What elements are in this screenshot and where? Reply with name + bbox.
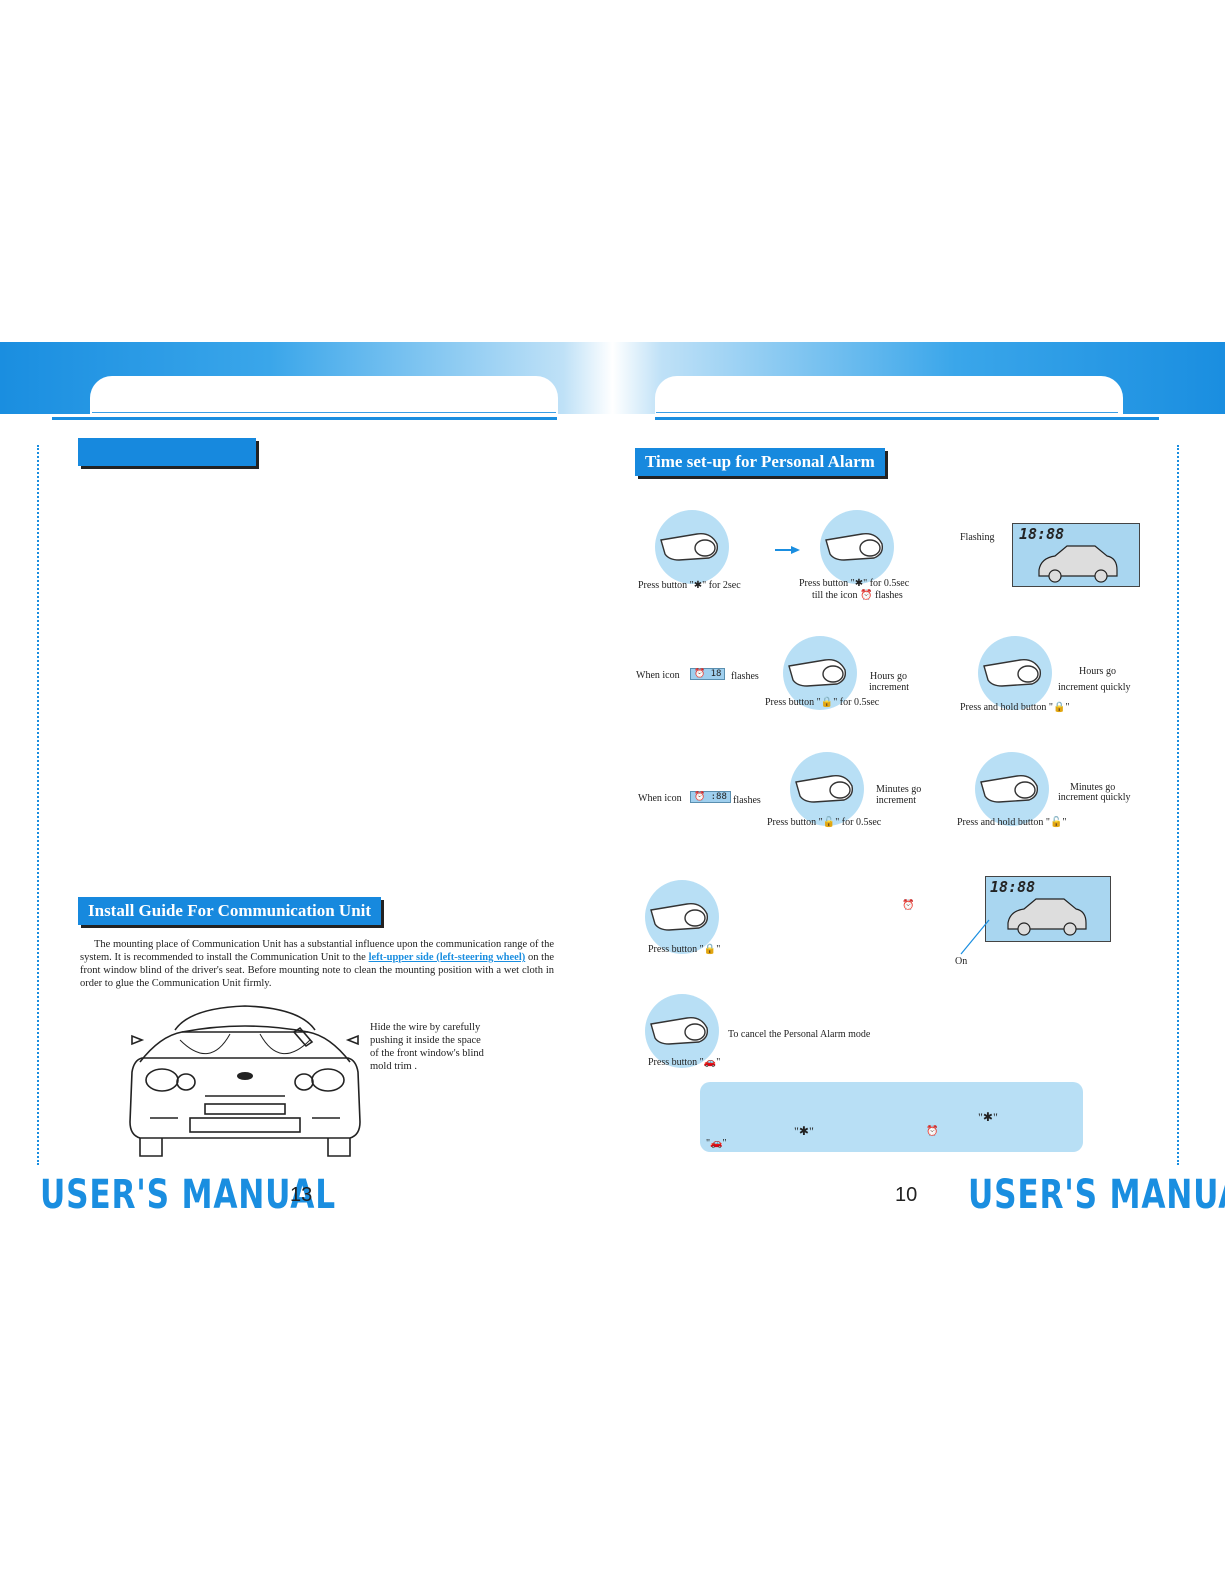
hand-press-icon (655, 510, 729, 584)
row2-result-b: increment (869, 682, 909, 693)
hand-press-icon (645, 994, 719, 1068)
car-note: Hide the wire by carefully pushing it in… (370, 1021, 510, 1073)
hand-press-icon (783, 636, 857, 710)
hand-press-icon (820, 510, 894, 584)
left-page-number: 13 (290, 1184, 313, 1206)
row1-caption-1: Press button "✱" for 2sec (638, 580, 741, 591)
pointer-line (960, 919, 990, 955)
left-upper-side-link[interactable]: left-upper side (left-steering wheel) (368, 952, 526, 963)
hand-press-icon (978, 636, 1052, 710)
row2-icon-chip: ⏰ 18 (690, 668, 726, 680)
left-banner-thin-rule (92, 412, 556, 413)
flashing-label: Flashing (960, 532, 995, 543)
arrow-right-icon (775, 546, 800, 554)
lcd-time: 18:88 (1019, 525, 1065, 543)
note-alarm-icon: ⏰ (926, 1126, 939, 1137)
right-banner-card (655, 376, 1123, 421)
car-note-line: pushing it inside the space (370, 1035, 481, 1046)
row2-flashes: flashes (731, 671, 759, 682)
row3-icon-chip: ⏰ :88 (690, 791, 731, 803)
row1-caption-2a: Press button "✱" for 0.5sec (799, 578, 910, 589)
left-brand-logo: USER'S MANUAL (40, 1172, 336, 1218)
install-paragraph-part-b: on the front window blind of the driver'… (80, 952, 554, 989)
row3-result-a: Minutes go (876, 784, 922, 795)
car-note-line: mold trim . (370, 1061, 417, 1072)
left-banner-card (90, 376, 558, 421)
row2-quick-b: increment quickly (1058, 682, 1131, 693)
note-star-1: "✱" (978, 1110, 998, 1124)
lcd-time: 18:88 (990, 878, 1036, 896)
on-label: On (955, 956, 968, 967)
alarm-icon: ⏰ (902, 900, 915, 911)
car-lcd-icon (1007, 898, 1087, 936)
cancel-label: To cancel the Personal Alarm mode (728, 1029, 871, 1040)
row3-hold: Press and hold button "🔓" (957, 817, 1067, 828)
right-page-number: 10 (895, 1184, 918, 1206)
install-paragraph-part-a: The mounting place of Communication Unit… (80, 939, 554, 963)
time-setup-header: Time set-up for Personal Alarm (635, 448, 885, 476)
right-dotted-border (1177, 445, 1179, 1165)
row3-quick-a: Minutes go (1070, 782, 1116, 793)
hand-press-icon (790, 752, 864, 826)
lcd-display-icon: 18:88 (1012, 523, 1140, 587)
install-guide-paragraph: The mounting place of Communication Unit… (80, 938, 554, 990)
row3-flashes: flashes (733, 795, 761, 806)
right-banner-thin-rule (656, 412, 1118, 413)
car-front-illustration (129, 1005, 361, 1157)
note-star-2: "✱" (794, 1124, 814, 1138)
note-car-icon: "🚗" (706, 1138, 727, 1149)
right-brand-logo: USER'S MANUAL (968, 1172, 1225, 1218)
row2-hold: Press and hold button "🔒" (960, 702, 1070, 713)
row2-result-a: Hours go (870, 671, 907, 682)
hand-press-icon (975, 752, 1049, 826)
lcd-display-icon: 18:88 (985, 876, 1111, 942)
car-lcd-icon (1038, 545, 1118, 583)
row2-quick-a: Hours go (1079, 666, 1116, 677)
row2-press: Press button "🔒" for 0.5sec (765, 697, 880, 708)
row3-when-icon: When icon (638, 793, 682, 804)
car-note-line: of the front window's blind (370, 1048, 484, 1059)
right-banner-rule (655, 417, 1159, 420)
row2-when-icon: When icon (636, 670, 680, 681)
row3-result-b: increment (876, 795, 916, 806)
note-box (700, 1082, 1083, 1152)
car-note-line: Hide the wire by carefully (370, 1022, 481, 1033)
row3-press: Press button "🔓" for 0.5sec (767, 817, 882, 828)
row5-press: Press button "🚗" (648, 1057, 721, 1068)
row1-caption-2b: till the icon ⏰ flashes (812, 590, 903, 601)
install-guide-header: Install Guide For Communication Unit (78, 897, 382, 925)
row4-press: Press button "🔒" (648, 944, 721, 955)
left-dotted-border (37, 445, 39, 1165)
row3-quick-b: increment quickly (1058, 792, 1131, 803)
left-top-section-header (78, 438, 256, 466)
hand-press-icon (645, 880, 719, 954)
left-banner-rule (52, 417, 557, 420)
